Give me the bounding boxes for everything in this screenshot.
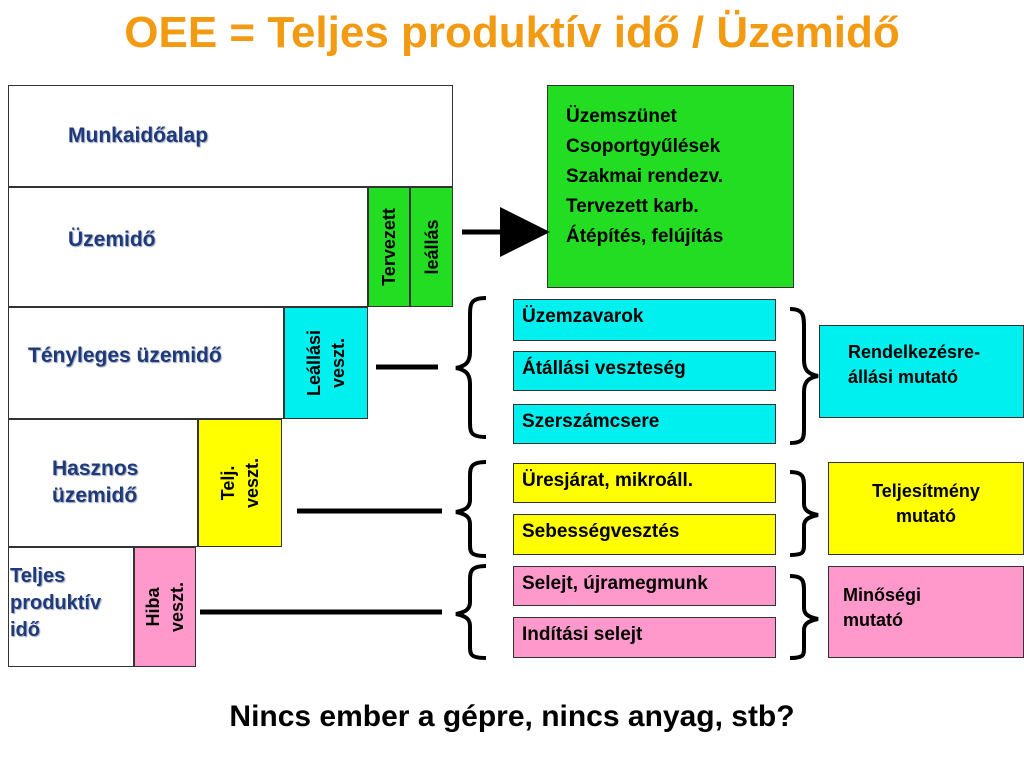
availability-metric-label: Rendelkezésre-állási mutató <box>848 342 981 387</box>
quality-metric-box: Minőségi mutató <box>828 566 1024 658</box>
availability-item-uzemzavarok: Üzemzavarok <box>513 299 776 341</box>
brace-left-quality <box>455 564 487 660</box>
brace-right-quality <box>789 574 819 660</box>
brace-right-availability <box>789 307 819 445</box>
tenyleges-uzemido-box <box>8 307 284 419</box>
performance-item-uresjarat: Üresjárat, mikroáll. <box>513 463 776 503</box>
hasznos-uzemido-box <box>8 419 198 547</box>
hasznos-uzemido-label: Hasznos üzemidő <box>52 457 139 507</box>
brace-left-performance <box>455 460 487 558</box>
brace-left-availability <box>455 296 487 439</box>
availability-item-szerszamcsere: Szerszámcsere <box>513 404 776 444</box>
quality-metric-label: Minőségi mutató <box>843 585 922 630</box>
performance-metric-label: Teljesítmény mutató <box>872 481 980 526</box>
brace-right-performance <box>789 470 819 557</box>
planned-item: Csoportgyűlések <box>566 136 721 157</box>
planned-item: Üzemszünet <box>566 106 677 127</box>
availability-metric-box: Rendelkezésre-állási mutató <box>819 325 1024 418</box>
planned-item: Tervezett karb. <box>566 196 699 217</box>
tenyleges-uzemido-label: Tényleges üzemidő <box>28 344 222 367</box>
quality-item-selejt: Selejt, újramegmunk <box>513 566 776 606</box>
uzemido-box <box>8 187 368 307</box>
teljes-produktiv-ido-box <box>8 547 134 667</box>
munkaidoalap-label: Munkaidőalap <box>68 124 209 147</box>
tervezett-box-left: Tervezett <box>368 187 410 307</box>
performance-item-sebesseg: Sebességvesztés <box>513 514 776 555</box>
tervezett-box-right: leállás <box>410 187 453 307</box>
planned-item: Átépítés, felújítás <box>566 226 724 247</box>
planned-stop-list: Üzemszünet Csoportgyűlések Szakmai rende… <box>547 85 794 288</box>
munkaidoalap-box <box>8 85 453 187</box>
quality-item-inditasi: Indítási selejt <box>513 617 776 658</box>
footer-question: Nincs ember a gépre, nincs anyag, stb? <box>229 700 795 733</box>
telj-veszt-box: Telj. veszt. <box>198 419 282 547</box>
performance-metric-box: Teljesítmény mutató <box>828 462 1024 555</box>
page-title: OEE = Teljes produktív idő / Üzemidő <box>124 8 900 57</box>
leallasi-veszt-box: Leállási veszt. <box>284 307 368 419</box>
hiba-veszt-box: Hiba veszt. <box>134 547 196 667</box>
uzemido-label: Üzemidő <box>68 228 156 251</box>
availability-item-atallasi: Átállási veszteség <box>513 351 776 391</box>
planned-item: Szakmai rendezv. <box>566 166 724 187</box>
teljes-produktiv-ido-label: Teljes produktív idő <box>10 565 102 641</box>
